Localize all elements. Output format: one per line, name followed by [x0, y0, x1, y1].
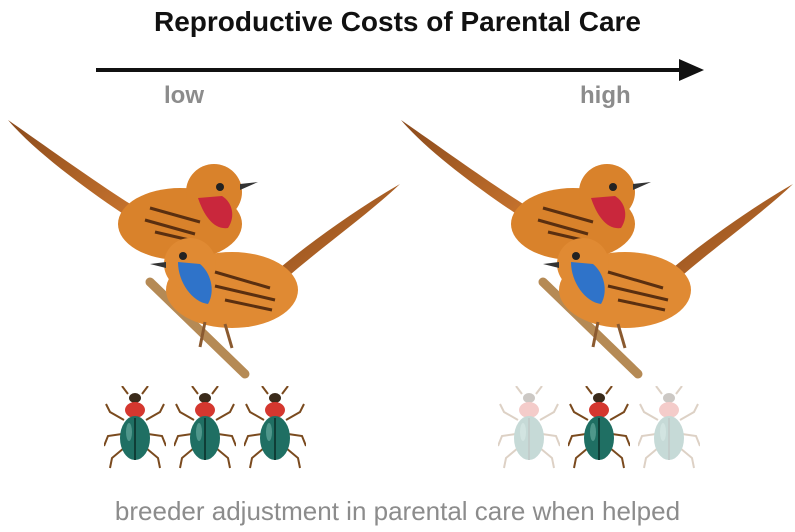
diagram-caption: breeder adjustment in parental care when…	[0, 496, 795, 527]
low-cost-label: low	[164, 82, 204, 110]
beetle-row-low	[104, 386, 314, 475]
beetle-icon	[174, 386, 236, 475]
diagram-title: Reproductive Costs of Parental Care	[0, 6, 795, 38]
beetle-icon	[638, 386, 700, 475]
beetle-icon	[104, 386, 166, 475]
beetle-icon	[498, 386, 560, 475]
bird-pair-illustration-high	[393, 112, 793, 382]
beetle-row-high	[498, 386, 708, 475]
bird-pair-illustration-low	[0, 112, 400, 382]
beetle-icon	[244, 386, 306, 475]
high-cost-label: high	[580, 82, 631, 110]
beetle-icon	[568, 386, 630, 475]
cost-arrow	[96, 58, 706, 82]
